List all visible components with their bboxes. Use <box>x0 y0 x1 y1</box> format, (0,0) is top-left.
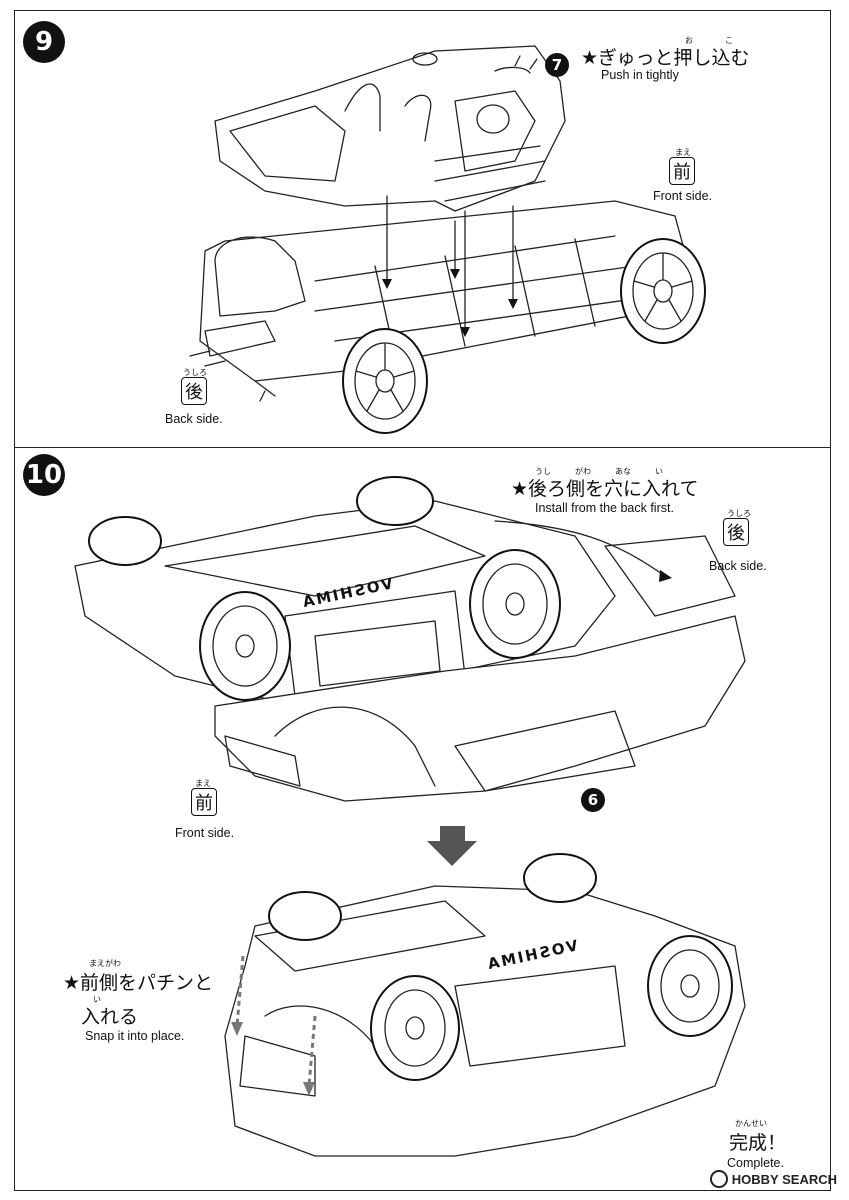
step-10-panel: 10 <box>14 446 831 1191</box>
lower-car-body <box>224 885 746 1157</box>
front-side-label: Front side. <box>653 189 713 203</box>
step-10-badge: 10 <box>23 454 65 496</box>
back-kanji-box: 後 <box>181 377 207 405</box>
back-ruby-10: うしろ <box>727 509 751 518</box>
part-7-badge: 7 <box>545 53 569 77</box>
install-instruction-en: Install from the back first. <box>535 501 674 515</box>
snap-ruby: まえがわ <box>89 959 121 968</box>
wheel-rear <box>342 328 428 434</box>
back-ruby: うしろ <box>183 368 207 377</box>
watermark-logo-icon <box>709 1170 728 1188</box>
back-side-label-10: Back side. <box>709 559 767 573</box>
step-9-badge: 9 <box>23 21 65 63</box>
callout-ruby-ko: こ <box>725 36 733 45</box>
install-ruby: うし がわ あな い <box>535 467 663 476</box>
insert-arrow-line <box>494 520 666 577</box>
upper-wheel-back-top <box>88 476 434 566</box>
snap-ruby-2: い <box>93 995 101 1004</box>
interior-tub <box>214 45 566 212</box>
watermark-text: HOBBY SEARCH <box>731 1171 837 1187</box>
front-kanji-box: 前 <box>669 157 695 185</box>
watermark: HOBBY SEARCH <box>709 1170 837 1188</box>
lower-wheel-left <box>370 975 460 1081</box>
push-instruction-jp: ★ぎゅっと押し込む <box>581 47 750 69</box>
complete-jp: 完成！ <box>729 1132 787 1154</box>
step-10-illustration <box>74 476 746 1157</box>
install-instruction-jp: ★後ろ側を穴に入れて <box>511 478 699 500</box>
front-ruby-10: まえ <box>195 779 211 788</box>
chassis-frame <box>189 200 691 402</box>
back-side-label: Back side. <box>165 412 223 426</box>
upper-wheel-rear-left <box>199 591 291 701</box>
assembly-arrows <box>382 195 518 337</box>
back-kanji-box-10: 後 <box>723 518 749 546</box>
lower-wheel-top <box>268 853 597 941</box>
lower-wheel-right <box>647 935 733 1037</box>
complete-ruby: かんせい <box>735 1119 767 1128</box>
push-instruction-en: Push in tightly <box>601 68 679 82</box>
down-arrow <box>427 826 477 866</box>
step-9-panel: 9 <box>14 10 831 448</box>
part-6-badge: 6 <box>581 788 605 812</box>
snap-instruction-jp-1: ★前側をパチンと <box>63 972 214 994</box>
snap-instruction-jp-2: 入れる <box>81 1006 139 1028</box>
wheel-front <box>620 238 706 344</box>
front-kanji-box-10: 前 <box>191 788 217 816</box>
front-ruby: まえ <box>675 148 691 157</box>
callout-ruby-o: お <box>685 36 693 45</box>
upper-wheel-front-right <box>469 549 561 659</box>
upper-body-shell <box>214 535 746 802</box>
step-9-illustration <box>189 45 706 434</box>
complete-en: Complete. <box>727 1156 784 1170</box>
snap-instruction-en: Snap it into place. <box>85 1029 185 1043</box>
front-side-label-10: Front side. <box>175 826 235 840</box>
snap-arrows <box>231 955 317 1096</box>
